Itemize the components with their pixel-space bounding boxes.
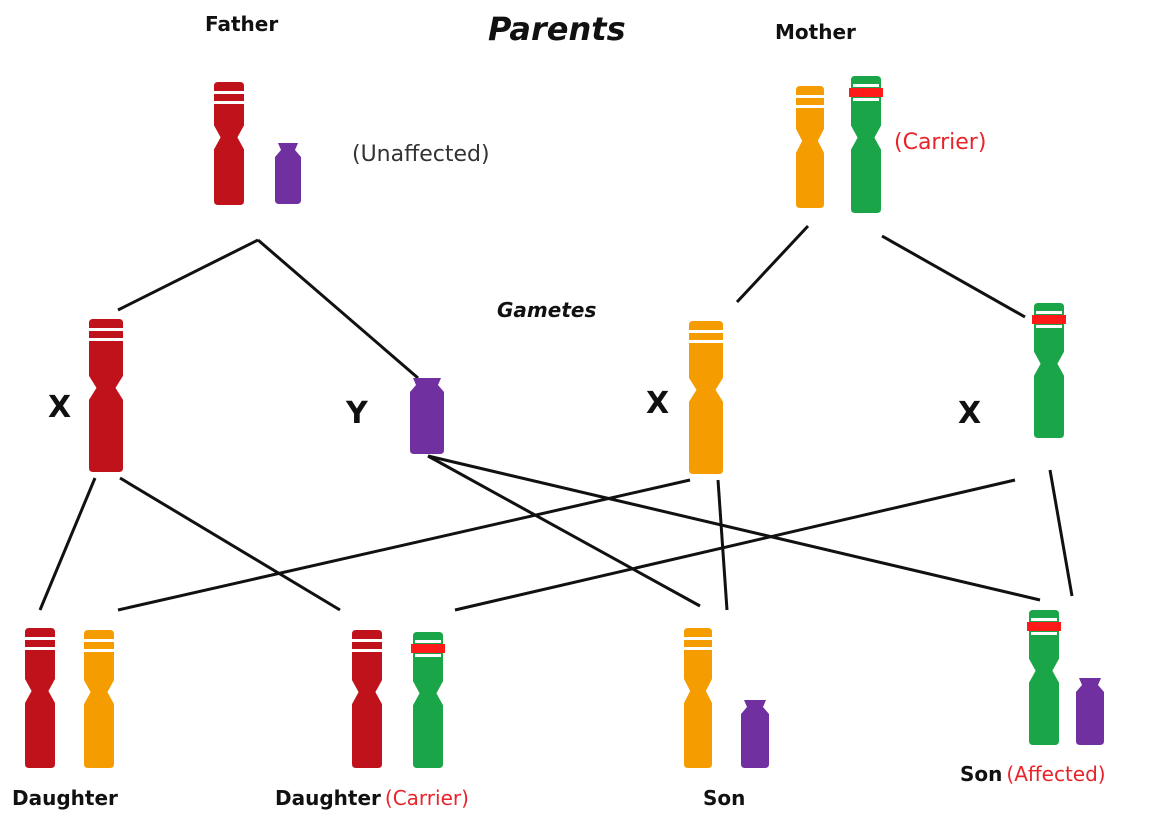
offspring-3-label: Son xyxy=(703,786,746,810)
son-1-y-body xyxy=(741,700,769,768)
offspring-4-caption: Son(Affected) xyxy=(960,762,1106,786)
daughter-2-paternal-x-body xyxy=(352,630,382,768)
daughter-1-paternal-x xyxy=(25,628,55,768)
gamete-father-x-chromosome-band-1 xyxy=(89,328,123,331)
offspring-1-label: Daughter xyxy=(12,786,118,810)
son-2-x-gap-2 xyxy=(1031,632,1057,635)
father-x-chromosome xyxy=(214,82,244,205)
gamete-mother-x-mutant-chromosome-gap-2 xyxy=(1036,325,1062,328)
offspring-3-caption: Son xyxy=(703,786,745,810)
connector-lines xyxy=(38,224,1074,612)
connector-line-12 xyxy=(1048,469,1074,597)
daughter-1-maternal-x xyxy=(84,630,114,768)
mother-x-mutant-chromosome-gap-1 xyxy=(853,84,879,87)
gamete-father-y-label: Y xyxy=(346,396,368,431)
father-x-chromosome-body xyxy=(214,82,244,205)
gamete-mother-x-mutant-chromosome-mutation-band xyxy=(1032,315,1066,324)
connector-line-6 xyxy=(119,476,341,612)
son-1-x-band-1 xyxy=(684,637,712,640)
son-2-y-body xyxy=(1076,678,1104,745)
gamete-father-x-label: X xyxy=(48,390,72,425)
mother-status: (Carrier) xyxy=(894,130,987,155)
daughter-1-paternal-x-band-1 xyxy=(25,637,55,640)
son-2-x-gap-1 xyxy=(1031,618,1057,621)
daughter-2-paternal-x xyxy=(352,630,382,768)
daughter-2-maternal-x-gap-1 xyxy=(415,640,441,643)
connector-line-11 xyxy=(454,478,1016,612)
mother-x-normal-chromosome-body xyxy=(796,86,824,208)
son-2-y xyxy=(1076,678,1104,745)
son-1-x-body xyxy=(684,628,712,768)
daughter-2-paternal-x-band-1 xyxy=(352,639,382,642)
father-label: Father xyxy=(205,12,279,36)
father-status: (Unaffected) xyxy=(352,142,490,167)
son-2-x-mutation-band xyxy=(1027,622,1061,631)
offspring-2-status: (Carrier) xyxy=(384,786,469,810)
daughter-2-maternal-x-mutation-band xyxy=(411,644,445,653)
mother-x-mutant-chromosome xyxy=(849,76,883,213)
gamete-father-x-chromosome-body xyxy=(89,319,123,472)
connector-line-5 xyxy=(38,477,97,611)
daughter-1-maternal-x-band-2 xyxy=(84,649,114,652)
daughter-1-paternal-x-band-2 xyxy=(25,647,55,650)
daughter-1-paternal-x-body xyxy=(25,628,55,768)
father-y-chromosome-body xyxy=(275,143,301,204)
gamete-mother-x-normal-chromosome xyxy=(689,321,723,474)
gamete-mother-x-normal-chromosome-band-1 xyxy=(689,330,723,333)
gamete-father-y-chromosome-body xyxy=(410,378,444,454)
gamete-father-x-chromosome-band-2 xyxy=(89,338,123,341)
diagram-title: Parents xyxy=(488,10,626,48)
father-x-chromosome-band-2 xyxy=(214,101,244,104)
chromosomes xyxy=(25,76,1104,768)
offspring-1-caption: Daughter xyxy=(12,786,118,810)
offspring-4-label: Son xyxy=(960,762,1003,786)
daughter-2-maternal-x-body xyxy=(413,632,443,768)
gamete-mother-x-normal-chromosome-band-2 xyxy=(689,340,723,343)
mother-x-normal-chromosome-band-2 xyxy=(796,105,824,108)
daughter-2-paternal-x-band-2 xyxy=(352,649,382,652)
gametes-label: Gametes xyxy=(497,298,597,322)
gamete-mother-x1-label: X xyxy=(646,386,670,421)
gamete-mother-x-mutant-chromosome-gap-1 xyxy=(1036,311,1062,314)
son-2-x xyxy=(1027,610,1061,745)
gamete-mother-x2-label: X xyxy=(958,396,982,431)
father-y-chromosome xyxy=(275,143,301,204)
son-1-y xyxy=(741,700,769,768)
connector-line-4 xyxy=(881,234,1026,319)
gamete-mother-x-normal-chromosome-body xyxy=(689,321,723,474)
connector-line-2 xyxy=(257,238,419,380)
son-2-x-body xyxy=(1029,610,1059,745)
offspring-2-label: Daughter xyxy=(275,786,381,810)
offspring-2-caption: Daughter(Carrier) xyxy=(275,786,469,810)
daughter-1-maternal-x-body xyxy=(84,630,114,768)
connector-line-10 xyxy=(716,479,729,611)
father-x-chromosome-band-1 xyxy=(214,91,244,94)
mother-x-normal-chromosome xyxy=(796,86,824,208)
mother-x-mutant-chromosome-gap-2 xyxy=(853,98,879,101)
gamete-mother-x-mutant-chromosome-body xyxy=(1034,303,1064,438)
son-1-x xyxy=(684,628,712,768)
mother-x-normal-chromosome-band-1 xyxy=(796,95,824,98)
gamete-mother-x-mutant-chromosome xyxy=(1032,303,1066,438)
daughter-2-maternal-x-gap-2 xyxy=(415,654,441,657)
connector-line-9 xyxy=(117,478,691,612)
daughter-2-maternal-x xyxy=(411,632,445,768)
son-1-x-band-2 xyxy=(684,647,712,650)
gamete-father-y-chromosome xyxy=(410,378,444,454)
offspring-4-status: (Affected) xyxy=(1006,762,1106,786)
daughter-1-maternal-x-band-1 xyxy=(84,639,114,642)
connector-line-7 xyxy=(427,454,701,608)
connector-line-8 xyxy=(427,454,1041,602)
gamete-father-x-chromosome xyxy=(89,319,123,472)
mother-label: Mother xyxy=(775,20,856,44)
connector-line-3 xyxy=(735,224,810,304)
mother-x-mutant-chromosome-mutation-band xyxy=(849,88,883,97)
connector-line-1 xyxy=(117,238,259,312)
mother-x-mutant-chromosome-body xyxy=(851,76,881,213)
